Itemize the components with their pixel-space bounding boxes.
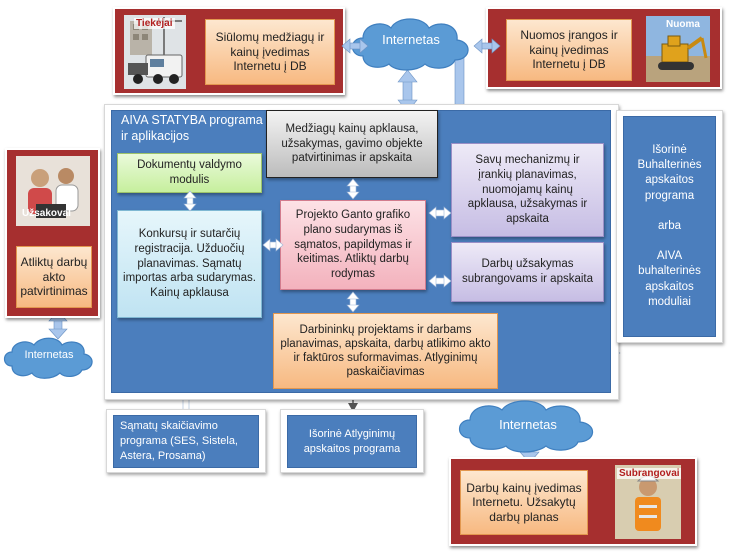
suppliers-frame: Tiekėjai Siūlomų medžiagų ir kainų įvedi…	[113, 7, 345, 95]
internet-cloud-bottom: Internetas	[452, 396, 604, 456]
inner-arrows	[183, 178, 452, 313]
people-icon	[16, 156, 90, 226]
internet-cloud-left: Internetas	[0, 334, 98, 380]
arrow-documents-contracts	[183, 190, 197, 212]
arrow-contracts-gantt	[262, 238, 284, 252]
arrow-materials-gantt	[346, 178, 360, 200]
cloud-side-arrows	[341, 38, 501, 54]
suppliers-photo: Tiekėjai	[124, 15, 186, 89]
suppliers-entry-box: Siūlomų medžiagų ir kainų įvedimas Inter…	[205, 19, 335, 85]
rental-photo-label: Nuoma	[666, 19, 700, 30]
customers-photo-label: Užsakovai	[22, 208, 71, 219]
rental-entry-box: Nuomos įrangos ir kainų įvedimas Interne…	[506, 19, 632, 81]
subcontractors-frame: Darbų kainų įvedimas Internetu. Užsakytų…	[449, 457, 697, 546]
suppliers-photo-label: Tiekėjai	[134, 18, 175, 29]
accounting-frame: Išorinė Buhalterinės apskaitos programa …	[616, 110, 723, 343]
mechanisms-box: Savų mechanizmų ir įrankių planavimas, n…	[451, 143, 604, 237]
arrow-gantt-suborders	[428, 274, 452, 288]
main-panel-title: AIVA STATYBA programa ir aplikacijos	[121, 113, 263, 144]
gantt-plan-box: Projekto Ganto grafiko plano sudarymas i…	[280, 200, 426, 290]
materials-box: Medžiagų kainų apklausa, užsakymas, gavi…	[266, 110, 438, 178]
subcontract-orders-box: Darbų užsakymas subrangovams ir apskaita	[451, 242, 604, 302]
subcontractors-entry-box: Darbų kainų įvedimas Internetu. Užsakytų…	[460, 470, 588, 535]
rental-photo: Nuoma	[646, 16, 710, 82]
documents-module-box: Dokumentų valdymo modulis	[117, 153, 262, 193]
arrow-cloud-to-rental	[473, 38, 501, 54]
workers-box: Darbininkų projektams ir darbams planavi…	[273, 313, 498, 389]
internet-cloud-top: Internetas	[345, 12, 477, 74]
customers-photo: Užsakovai	[16, 156, 90, 226]
cloud-icon	[351, 18, 469, 71]
excavator-icon	[646, 16, 710, 82]
customers-frame: Užsakovai Atliktų darbų akto patvirtinim…	[5, 148, 100, 318]
contracts-box: Konkursų ir sutarčių registracija. Užduo…	[117, 210, 262, 318]
cloud-icon	[3, 337, 93, 379]
subcontractors-photo: Subrangovai	[615, 465, 681, 539]
cloud-icon	[458, 400, 594, 453]
internet-cloud-left-label: Internetas	[24, 349, 74, 361]
rental-frame: Nuomos įrangos ir kainų įvedimas Interne…	[486, 7, 722, 89]
customers-approval-box: Atliktų darbų akto patvirtinimas	[16, 246, 92, 308]
payroll-frame: Išorinė Atlyginimų apskaitos programa	[280, 409, 424, 473]
arrow-gantt-mechanisms	[428, 206, 452, 220]
payroll-box: Išorinė Atlyginimų apskaitos programa	[287, 415, 417, 468]
estimates-frame: Sąmatų skaičiavimo programa (SES, Sistel…	[106, 409, 266, 473]
subcontractors-photo-label: Subrangovai	[617, 468, 681, 479]
estimates-box: Sąmatų skaičiavimo programa (SES, Sistel…	[113, 415, 259, 468]
accounting-box: Išorinė Buhalterinės apskaitos programa …	[623, 116, 716, 337]
internet-cloud-bottom-label: Internetas	[499, 417, 557, 432]
internet-cloud-top-label: Internetas	[382, 32, 440, 47]
arrow-gantt-workers	[346, 291, 360, 313]
arrow-cloud-to-suppliers	[341, 38, 369, 54]
